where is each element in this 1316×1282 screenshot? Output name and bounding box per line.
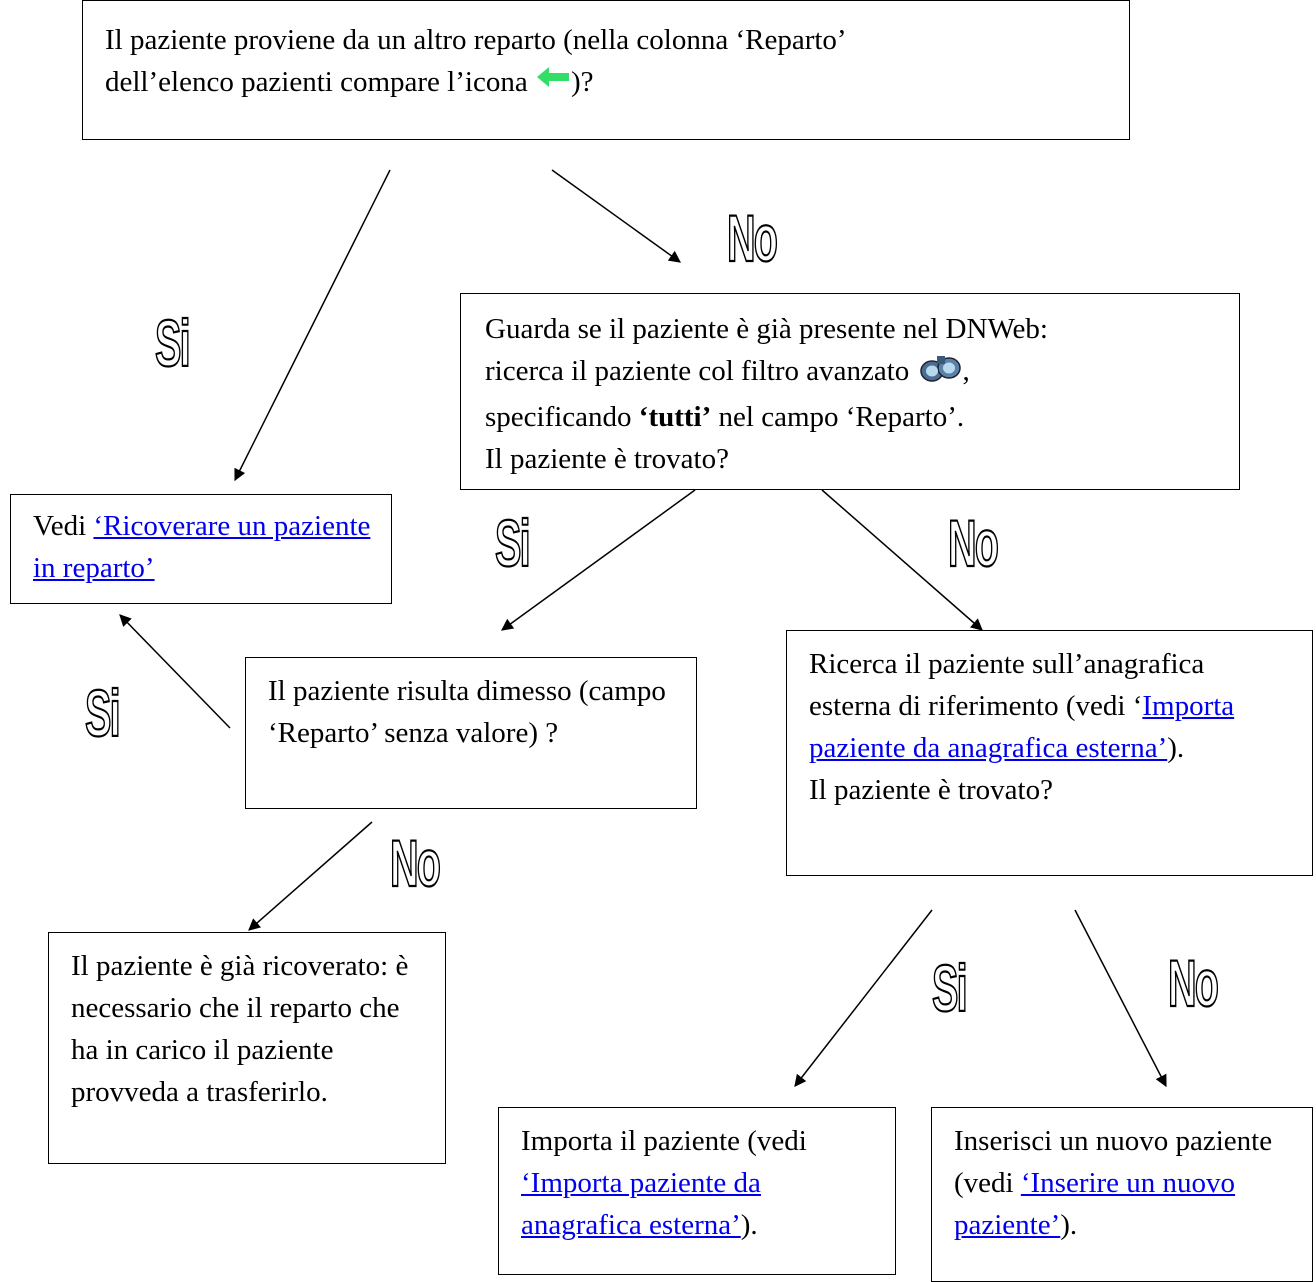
search-text-line3a: specificando: [485, 401, 632, 434]
arrow-box4-to-box6: [248, 821, 373, 931]
search-text-all-bold: ‘tutti’: [638, 401, 712, 434]
arrow-box1-to-box3: [234, 169, 391, 482]
green-left-arrow-icon: [535, 63, 571, 105]
link-import-patient[interactable]: ‘Importa paziente da anagrafica esterna’: [521, 1167, 761, 1241]
arrow-box5-to-box7: [794, 909, 933, 1087]
import-text-close: ).: [740, 1209, 758, 1241]
question-box-other-ward: Il paziente proviene da un altro reparto…: [82, 0, 1130, 140]
search-text-line4: Il paziente è trovato?: [485, 443, 729, 476]
label-no-3: No: [389, 826, 441, 900]
arrow-box2-to-box4: [501, 489, 696, 631]
question-box-external-registry: Ricerca il paziente sull’anagrafica este…: [786, 630, 1313, 876]
arrow-box5-to-box8: [1074, 909, 1167, 1088]
info-box-already-admitted: Il paziente è già ricoverato: è necessar…: [48, 932, 446, 1164]
link-new-patient[interactable]: ‘Inserire un nuovo paziente’: [954, 1167, 1236, 1241]
search-text-line2: ricerca il paziente col filtro avanzato: [485, 355, 910, 387]
binoculars-icon: [917, 350, 963, 396]
new-patient-text-close: ).: [1060, 1209, 1078, 1241]
question-box-discharged: Il paziente risulta dimesso (campo ‘Repa…: [245, 657, 697, 809]
arrow-box2-to-box5: [821, 489, 983, 631]
label-si-1: Si: [154, 306, 191, 380]
label-no-1: No: [726, 201, 778, 275]
label-si-3: Si: [84, 676, 121, 750]
label-no-4: No: [1167, 946, 1219, 1020]
question-text-end: )?: [570, 66, 594, 98]
question-text-line1: Il paziente proviene da un altro reparto…: [105, 24, 847, 56]
new-patient-text: Inserisci un nuovo paziente (vedi: [954, 1125, 1273, 1199]
action-box-admit-patient: Vedi ‘Ricoverare un paziente in reparto’: [10, 494, 392, 604]
label-no-2: No: [947, 506, 999, 580]
already-admitted-text: Il paziente è già ricoverato: è necessar…: [71, 950, 409, 1108]
discharged-text: Il paziente risulta dimesso (campo ‘Repa…: [268, 675, 666, 749]
see-prefix: Vedi: [33, 510, 87, 542]
search-text-line1: Guarda se il paziente è già presente nel…: [485, 313, 1048, 345]
link-import-patient-registry[interactable]: Importa paziente da anagrafica esterna’: [809, 690, 1235, 764]
search-text-line3c: nel campo ‘Reparto’.: [718, 401, 965, 434]
question-text-line2: dell’elenco pazienti compare l’icona: [105, 66, 528, 98]
label-si-2: Si: [494, 506, 531, 580]
registry-text-close: ).: [1167, 732, 1185, 764]
registry-text: Ricerca il paziente sull’anagrafica este…: [809, 648, 1205, 722]
import-text: Importa il paziente (vedi: [521, 1125, 807, 1157]
action-box-import-patient: Importa il paziente (vedi ‘Importa pazie…: [498, 1107, 896, 1275]
arrow-box1-to-box2: [551, 169, 681, 263]
action-box-new-patient: Inserisci un nuovo paziente (vedi ‘Inser…: [931, 1107, 1313, 1282]
search-text-comma: ,: [962, 355, 970, 387]
registry-question: Il paziente è trovato?: [809, 774, 1053, 806]
link-admit-patient[interactable]: ‘Ricoverare un paziente in reparto’: [33, 510, 371, 584]
arrow-box4-to-box3: [119, 614, 231, 729]
label-si-4: Si: [931, 951, 968, 1025]
question-box-search-dnweb: Guarda se il paziente è già presente nel…: [460, 293, 1240, 490]
